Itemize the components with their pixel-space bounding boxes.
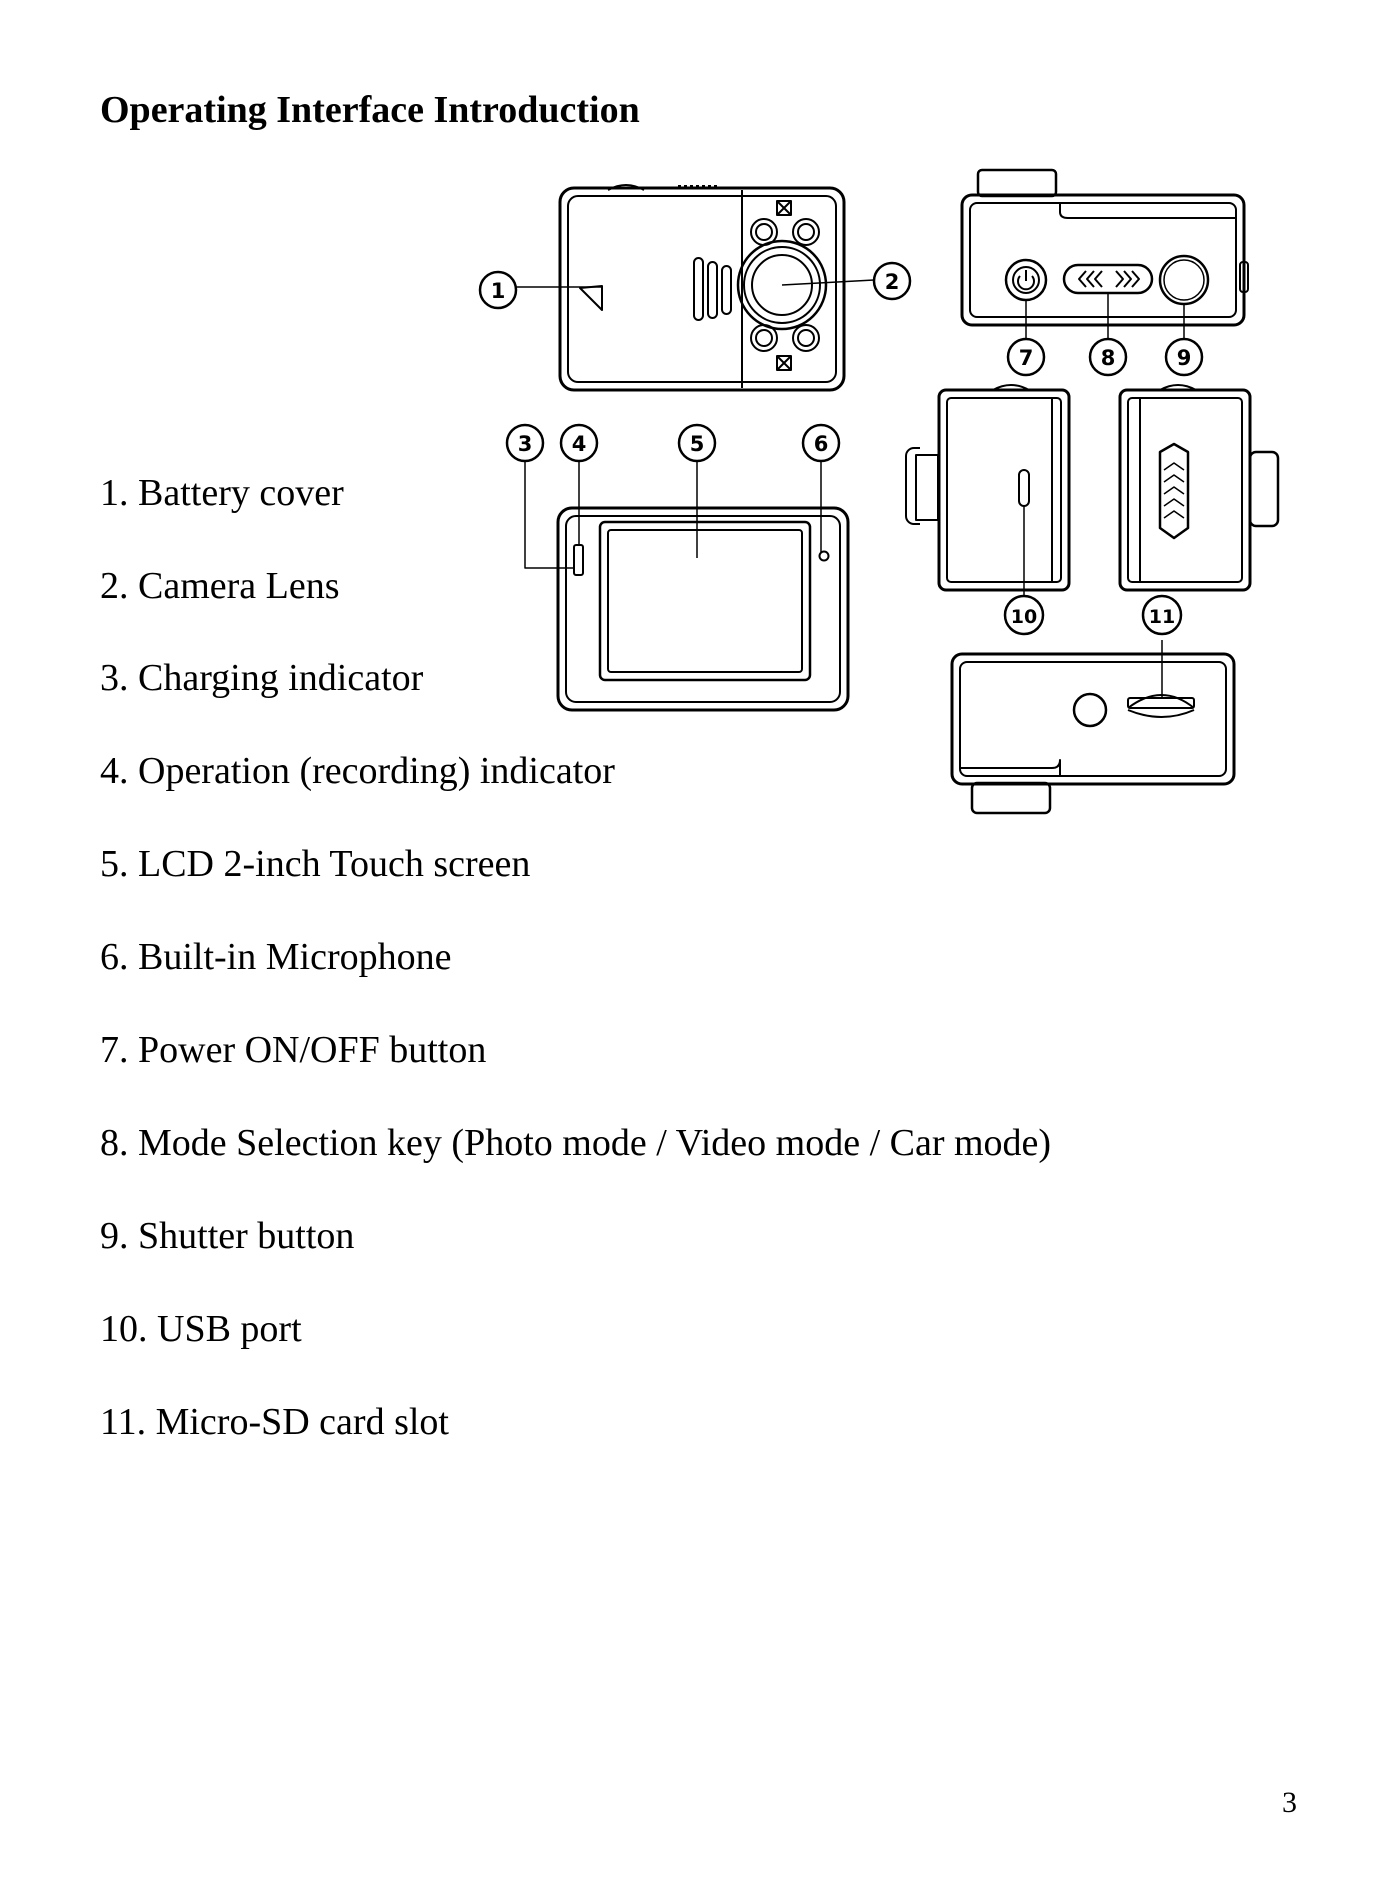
svg-text:10: 10 xyxy=(1011,606,1037,628)
list-item: 11. Micro-SD card slot xyxy=(100,1401,449,1443)
svg-text:3: 3 xyxy=(518,432,533,456)
page-title: Operating Interface Introduction xyxy=(100,89,640,131)
svg-text:6: 6 xyxy=(814,432,829,456)
shutter-button xyxy=(1158,254,1210,306)
camera-front-view xyxy=(556,506,850,712)
callout-9: 9 xyxy=(1164,337,1204,377)
list-item: 1. Battery cover xyxy=(100,472,344,514)
charging-indicator xyxy=(573,544,584,576)
callout-2: 2 xyxy=(872,261,912,301)
list-item: 2. Camera Lens xyxy=(100,565,340,607)
list-item: 6. Built-in Microphone xyxy=(100,936,452,978)
svg-text:8: 8 xyxy=(1101,346,1116,370)
tripod-mount xyxy=(1072,692,1108,728)
battery-cover-grip xyxy=(693,257,732,321)
page-number: 3 xyxy=(1282,1786,1297,1819)
callout-7: 7 xyxy=(1006,337,1046,377)
callout-6: 6 xyxy=(801,423,841,463)
usb-port xyxy=(1018,469,1030,507)
camera-bottom-view xyxy=(950,652,1236,815)
list-item: 9. Shutter button xyxy=(100,1215,355,1257)
svg-text:9: 9 xyxy=(1177,346,1192,370)
camera-side-view-sd xyxy=(1118,384,1280,592)
list-item: 5. LCD 2-inch Touch screen xyxy=(100,843,531,885)
callout-8: 8 xyxy=(1088,337,1128,377)
camera-top-view xyxy=(960,168,1249,327)
list-item: 10. USB port xyxy=(100,1308,302,1350)
svg-text:2: 2 xyxy=(885,270,900,294)
callout-4: 4 xyxy=(559,423,599,463)
power-button xyxy=(1004,258,1048,302)
callout-markers: 1 2 3 4 5 6 7 8 xyxy=(478,261,1204,636)
leader-lines xyxy=(516,279,1185,698)
mode-selection-key xyxy=(1062,263,1154,295)
svg-text:1: 1 xyxy=(491,279,506,303)
micro-sd-slot xyxy=(1127,694,1195,718)
microphone-hole xyxy=(818,550,830,562)
callout-1: 1 xyxy=(478,270,518,310)
camera-side-view-usb xyxy=(905,384,1071,592)
callout-3: 3 xyxy=(505,423,545,463)
svg-text:7: 7 xyxy=(1019,346,1034,370)
ir-led-ring xyxy=(750,200,820,371)
list-item: 4. Operation (recording) indicator xyxy=(100,750,615,792)
svg-text:5: 5 xyxy=(690,432,705,456)
callout-10: 10 xyxy=(1003,594,1045,636)
svg-text:4: 4 xyxy=(572,432,587,456)
list-item: 8. Mode Selection key (Photo mode / Vide… xyxy=(100,1122,1052,1164)
list-item: 3. Charging indicator xyxy=(100,657,424,699)
battery-cover-latch xyxy=(579,285,603,311)
svg-text:11: 11 xyxy=(1149,606,1175,628)
camera-back-view xyxy=(558,184,846,392)
callout-5: 5 xyxy=(677,423,717,463)
list-item: 7. Power ON/OFF button xyxy=(100,1029,487,1071)
callout-11: 11 xyxy=(1141,594,1183,636)
mode-slider-side xyxy=(1158,442,1190,540)
camera-lens xyxy=(736,239,828,331)
